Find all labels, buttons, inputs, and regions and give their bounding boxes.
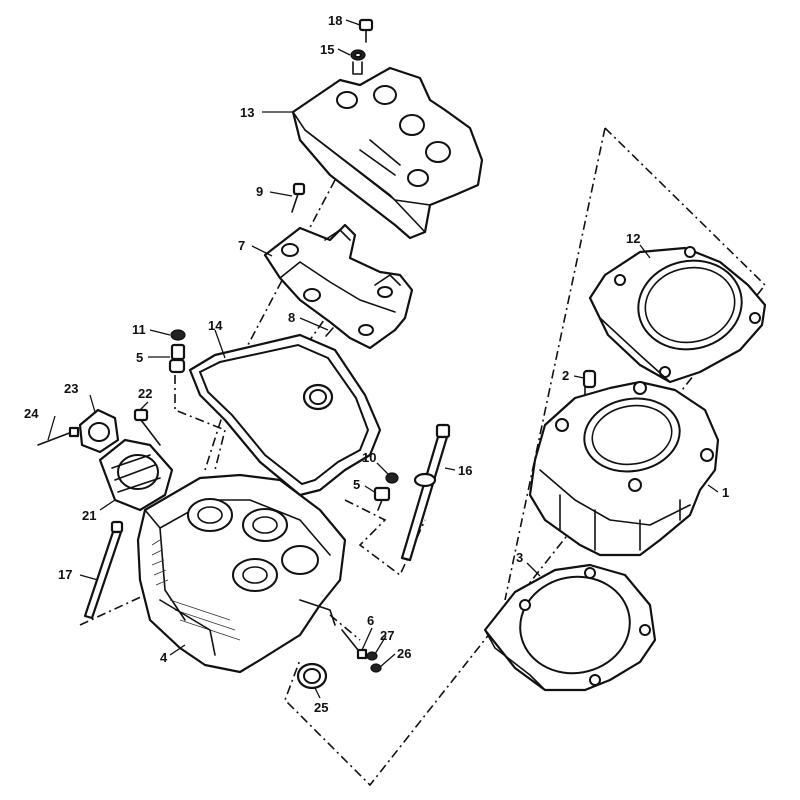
callout-15: 15 [320, 42, 334, 57]
valve-cover-gasket [188, 333, 382, 497]
cylinder-head-cover [291, 66, 484, 240]
seal-ring [296, 662, 328, 690]
callout-2: 2 [562, 368, 569, 383]
cylinder-base-gasket [483, 563, 657, 692]
callout-22: 22 [138, 386, 152, 401]
callout-6: 6 [367, 613, 374, 628]
callout-21: 21 [82, 508, 96, 523]
callout-24: 24 [24, 406, 39, 421]
cover-bolt-and-washer [350, 18, 374, 75]
small-hardware [341, 629, 382, 673]
callout-17: 17 [58, 567, 72, 582]
callout-3: 3 [516, 550, 523, 565]
callout-7: 7 [238, 238, 245, 253]
callout-27: 27 [380, 628, 394, 643]
callout-18: 18 [328, 13, 342, 28]
intake-bolt [133, 408, 161, 446]
dowel-pin [582, 369, 597, 389]
callout-16: 16 [458, 463, 472, 478]
camshaft-holder [263, 223, 414, 350]
stud-bolt-17 [83, 520, 124, 620]
callout-5-upper: 5 [136, 350, 143, 365]
callout-14: 14 [208, 318, 223, 333]
camshaft-holder-bolt [291, 182, 306, 213]
hose-clamp [37, 408, 120, 454]
callout-9: 9 [256, 184, 263, 199]
plug-and-seal-upper [168, 329, 186, 374]
callout-26: 26 [397, 646, 411, 661]
cylinder-head-gasket [588, 246, 767, 384]
callout-23: 23 [64, 381, 78, 396]
callout-8: 8 [288, 310, 295, 325]
callout-13: 13 [240, 105, 254, 120]
callout-1: 1 [722, 485, 729, 500]
callout-numbers: 18 15 13 9 7 8 11 5 14 12 2 1 3 16 10 5 … [24, 13, 729, 715]
cylinder-head [136, 473, 347, 674]
leader-lines [47, 19, 719, 699]
intake-boot [98, 438, 174, 512]
plug-and-seal-lower [373, 472, 399, 511]
callout-11: 11 [132, 322, 146, 337]
callout-10: 10 [362, 450, 376, 465]
callout-25: 25 [314, 700, 328, 715]
callout-12: 12 [626, 231, 640, 246]
callout-4: 4 [160, 650, 168, 665]
stud-bolt-long [400, 423, 451, 562]
callout-5-lower: 5 [353, 477, 360, 492]
cylinder-block [528, 380, 720, 557]
